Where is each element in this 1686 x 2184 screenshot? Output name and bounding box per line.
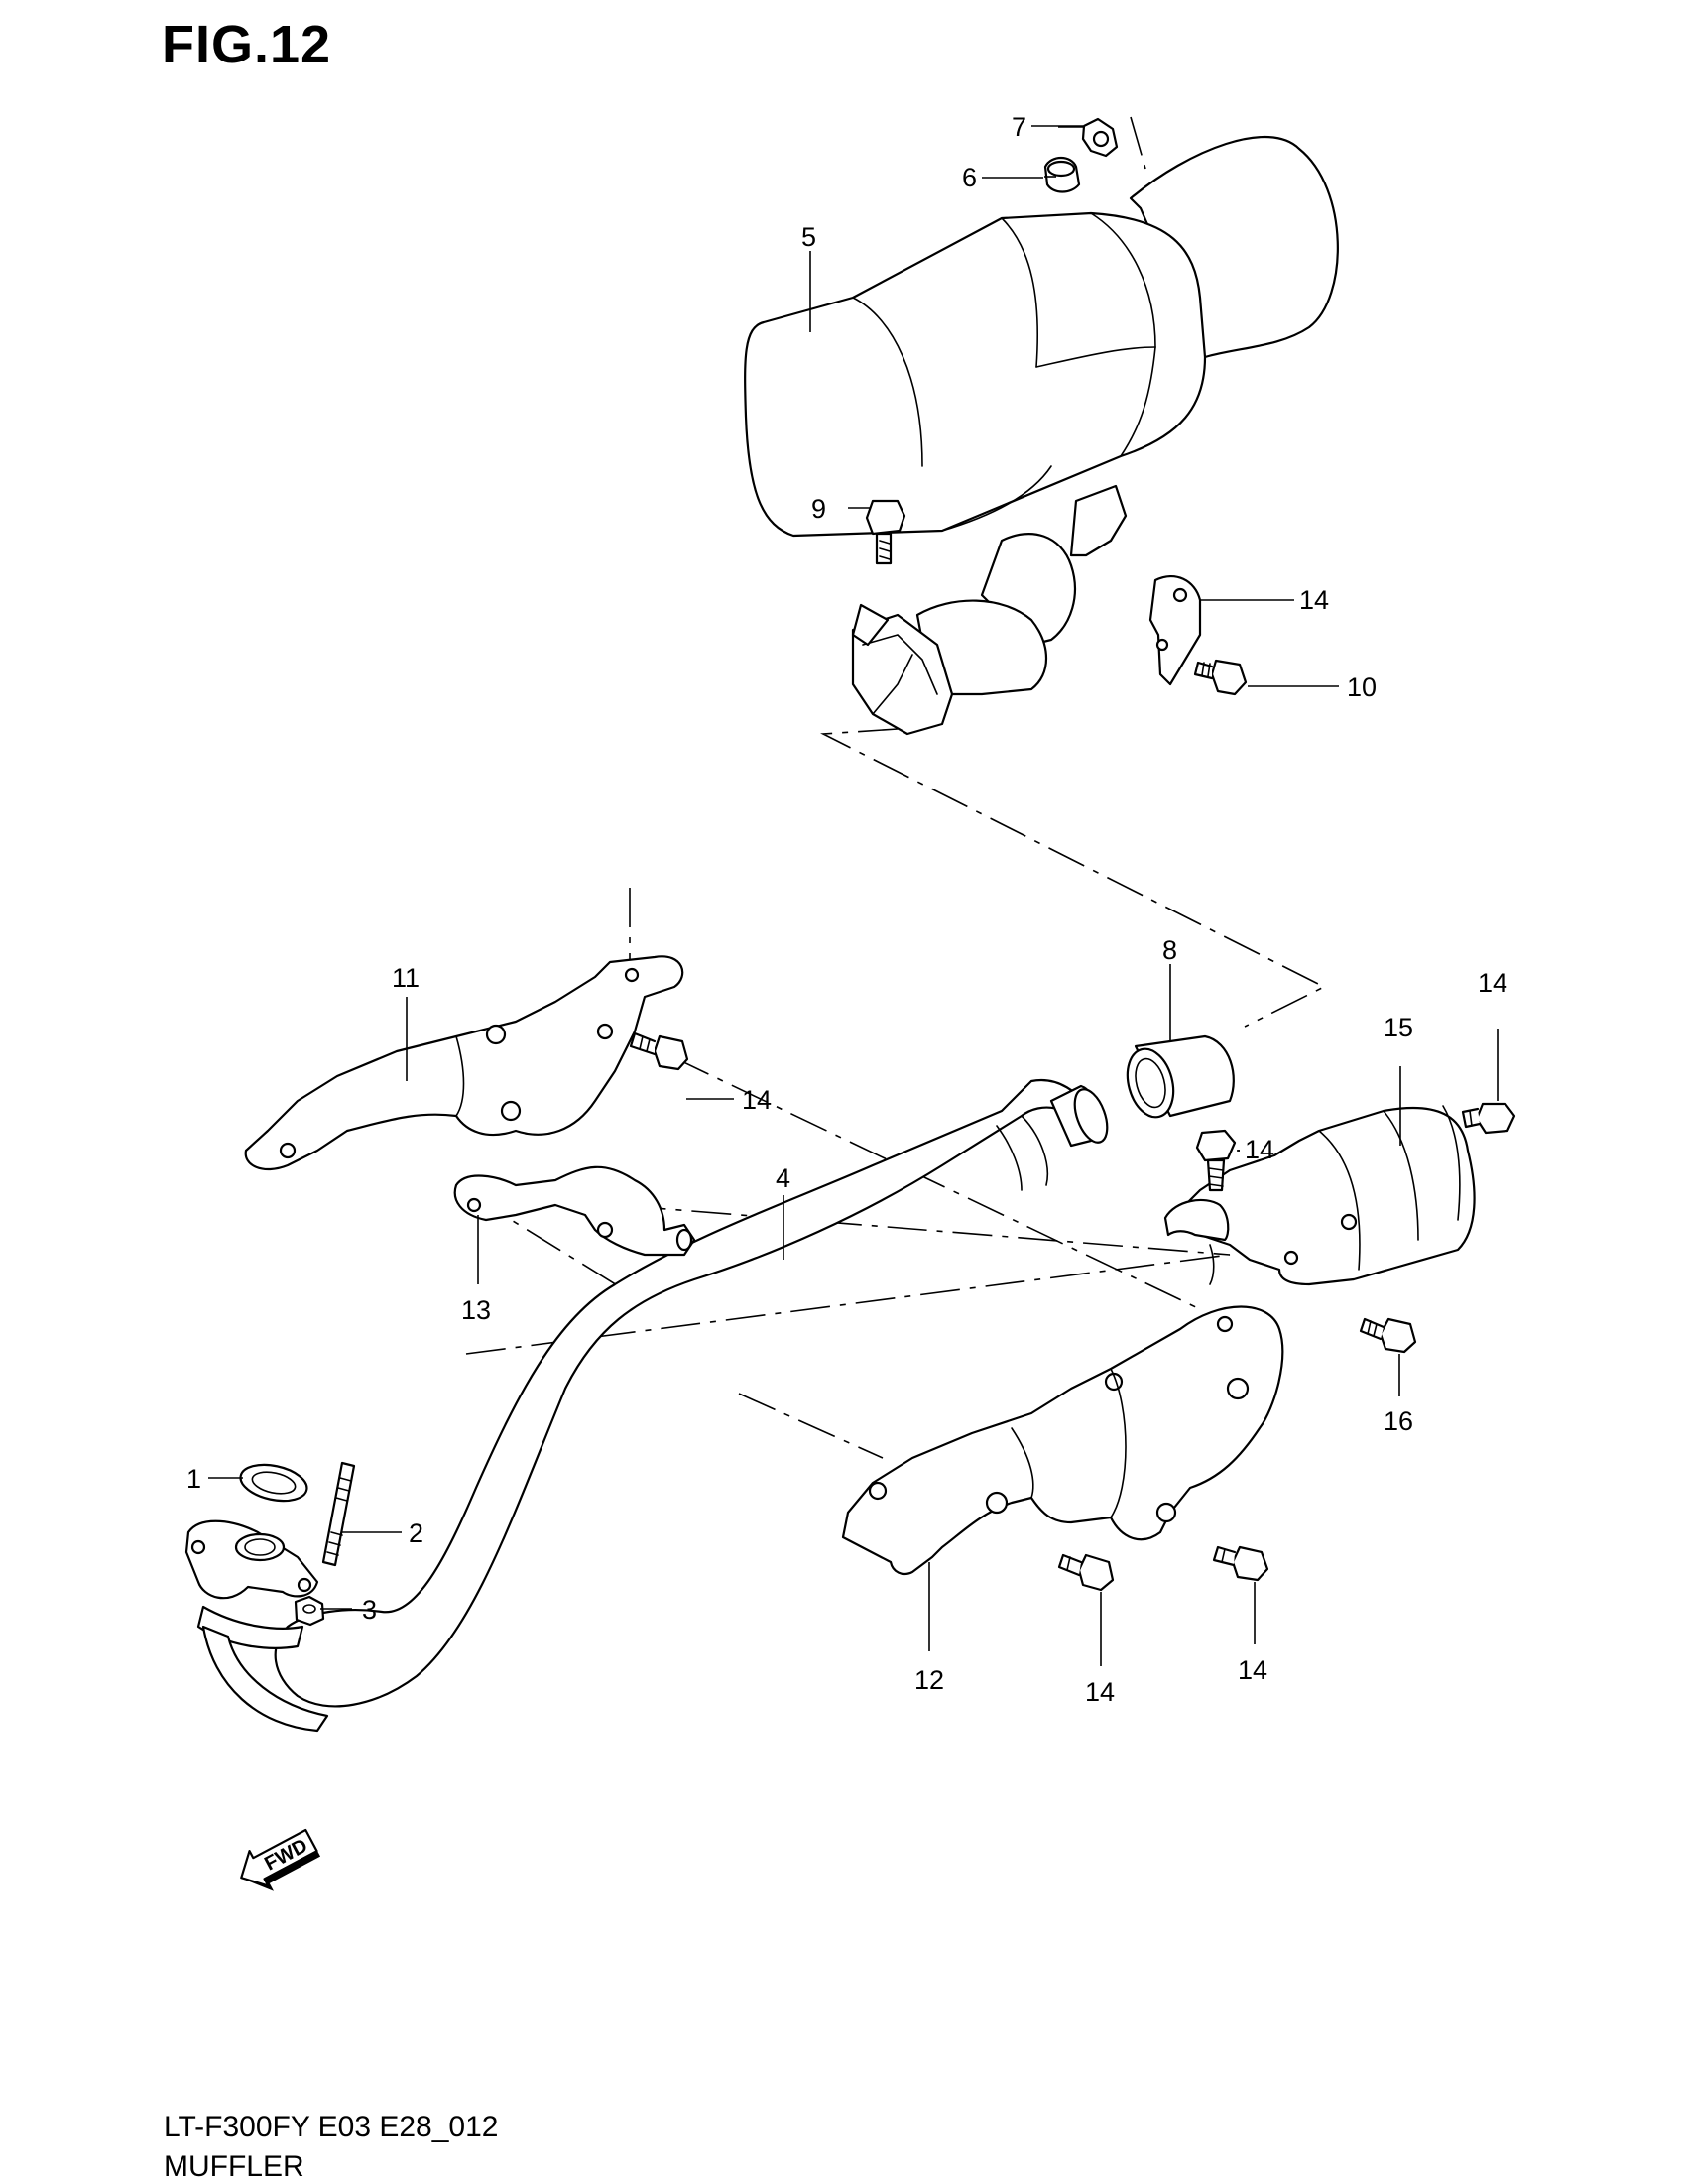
gasket-1 (239, 1463, 308, 1503)
callout-15: 16 (1384, 1406, 1413, 1436)
bolt-14-lower-right (1212, 1545, 1269, 1582)
bolt-15 (1359, 1317, 1417, 1354)
heat-shield-12 (841, 1305, 1284, 1576)
model-code: LT-F300FY E03 E28_012 (164, 2111, 499, 2143)
callout-14-d: 14 (1085, 1677, 1115, 1707)
gasket-8 (1126, 1034, 1235, 1119)
callout-12: 12 (914, 1665, 944, 1695)
forward-arrow-icon: FWD (240, 1828, 321, 1891)
callout-7: 7 (1012, 112, 1026, 142)
muffler-body (744, 135, 1339, 736)
callout-14-a: 14 (742, 1085, 772, 1115)
exhaust-flange (184, 1519, 329, 1733)
callout-13: 13 (461, 1295, 491, 1325)
callout-1: 1 (186, 1464, 201, 1494)
figure-title: FIG.12 (162, 15, 332, 74)
callout-9: 9 (811, 494, 826, 524)
section-name: MUFFLER (164, 2150, 304, 2183)
callout-14-c: 14 (1478, 968, 1507, 998)
callout-14-b: 14 (1245, 1135, 1274, 1164)
heat-shield-11 (244, 955, 684, 1170)
heat-shield-16 (1163, 1105, 1476, 1286)
callout-5: 5 (801, 222, 816, 252)
callout-11: 11 (392, 963, 420, 993)
callout-2: 2 (409, 1518, 423, 1548)
exhaust-pipe-4 (274, 1078, 1109, 1708)
nut-7 (1081, 117, 1119, 158)
bolt-10 (1193, 659, 1248, 696)
bolt-14-upper-left (629, 1031, 689, 1071)
callout-14-e: 14 (1238, 1655, 1267, 1685)
callout-8: 8 (1162, 935, 1177, 965)
callout-3: 3 (362, 1595, 377, 1625)
bracket-17 (1148, 575, 1202, 686)
callout-4: 4 (776, 1163, 790, 1193)
bolt-14-upper-right (1461, 1102, 1516, 1135)
callout-10: 10 (1347, 672, 1377, 702)
stud-bolt-2 (321, 1461, 356, 1567)
callout-17: 14 (1299, 585, 1329, 615)
nut-3 (294, 1595, 325, 1627)
bolt-14-center (1195, 1129, 1237, 1192)
callout-16: 15 (1384, 1013, 1413, 1042)
bolt-9 (865, 499, 906, 565)
leader-lines (208, 125, 1499, 1666)
callout-labels: 7 6 5 9 14 10 11 14 8 14 14 15 4 13 1 2 … (186, 112, 1507, 1707)
bolt-14-lower-left (1057, 1553, 1115, 1592)
bracket-13 (453, 1165, 696, 1257)
grommet-6 (1043, 156, 1081, 193)
callout-6: 6 (962, 163, 977, 192)
